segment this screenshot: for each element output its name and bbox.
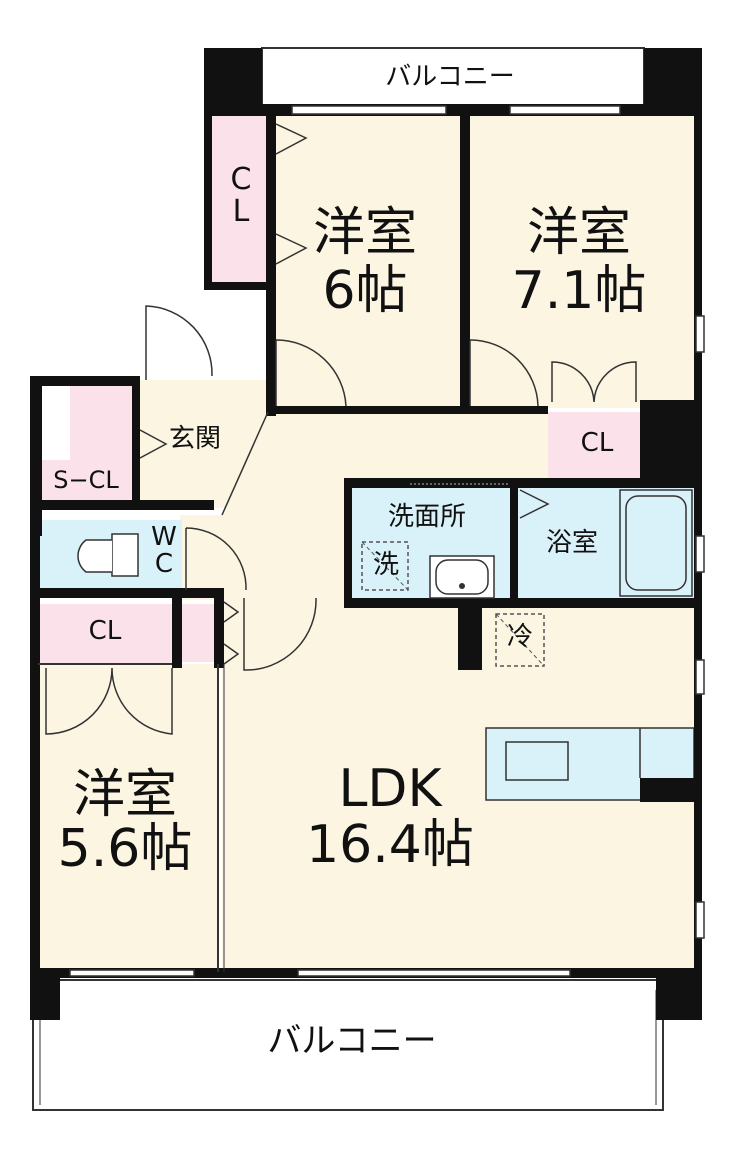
room-western-56 bbox=[38, 664, 218, 972]
western-71-size: 7.1帖 bbox=[511, 261, 647, 321]
balcony-top bbox=[261, 47, 645, 109]
western-6-size: 6帖 bbox=[322, 261, 408, 321]
room-western-71 bbox=[468, 116, 694, 408]
closet-right bbox=[548, 412, 644, 478]
ldk-size: 16.4帖 bbox=[306, 815, 474, 875]
western-56-name: 洋室 bbox=[72, 765, 177, 825]
fridge-symbol: 冷 bbox=[506, 622, 533, 652]
doors bbox=[45, 123, 637, 735]
closet-top bbox=[210, 116, 270, 284]
closet-small bbox=[182, 604, 218, 662]
bathroom-label: 浴室 bbox=[545, 528, 598, 558]
wc-label: W C bbox=[151, 522, 177, 580]
shoe-closet-label: S−CL bbox=[53, 466, 119, 494]
western-71-name: 洋室 bbox=[526, 203, 631, 263]
western-6-name: 洋室 bbox=[312, 203, 417, 263]
balcony-bottom-label: バルコニー bbox=[267, 1021, 437, 1061]
washroom-label: 洗面所 bbox=[387, 502, 466, 532]
western-56-size: 5.6帖 bbox=[57, 819, 193, 879]
entrance-label: 玄関 bbox=[168, 424, 221, 454]
shoe-closet bbox=[38, 386, 134, 500]
washer-symbol: 洗 bbox=[372, 550, 399, 580]
windows bbox=[69, 105, 705, 977]
balcony-top-label: バルコニー bbox=[385, 62, 515, 92]
room-western-6 bbox=[272, 116, 464, 410]
closet-right-label: CL bbox=[580, 428, 614, 458]
balcony-bottom bbox=[32, 979, 664, 1111]
closet-top-label: C L bbox=[230, 162, 252, 229]
ldk-name: LDK bbox=[338, 759, 442, 819]
closet-left-label: CL bbox=[88, 616, 122, 646]
room-hall bbox=[180, 412, 548, 600]
closet-left bbox=[38, 604, 172, 664]
